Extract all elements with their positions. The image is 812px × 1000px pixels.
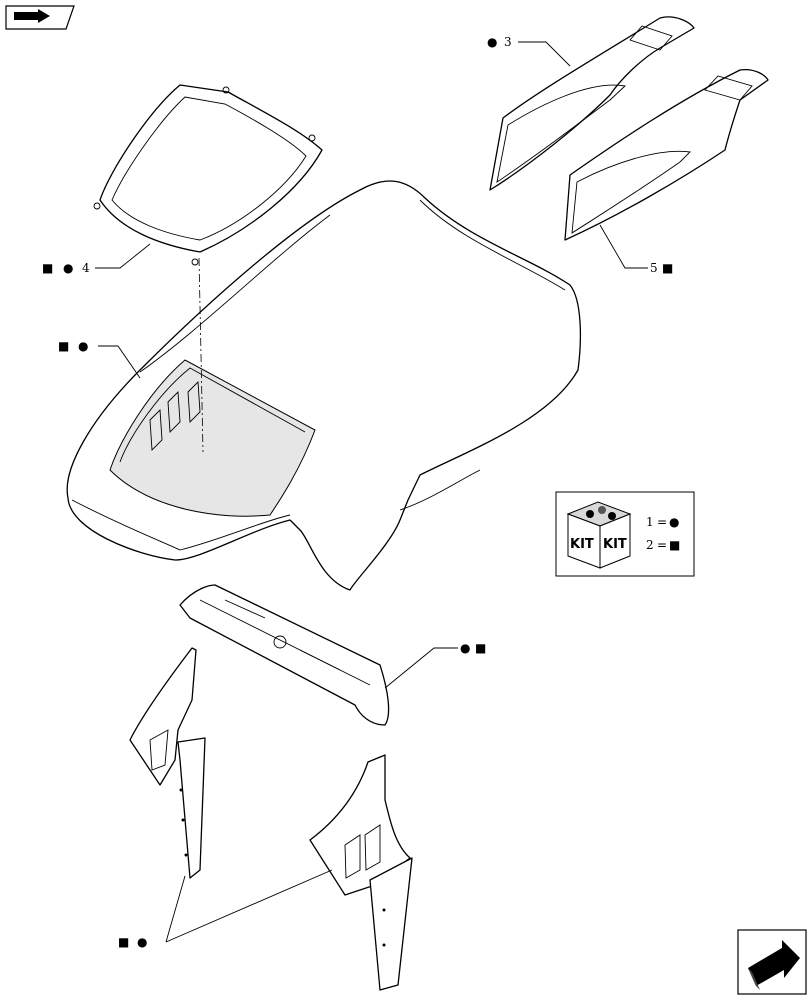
svg-text:●: ● xyxy=(460,641,470,655)
leader-3 xyxy=(518,41,571,67)
legend-row-2: 2 = ■ xyxy=(646,538,680,552)
svg-text:3: 3 xyxy=(504,35,512,49)
svg-text:■: ■ xyxy=(58,339,69,353)
svg-text:■: ■ xyxy=(669,538,680,552)
callout-header: ● ■ xyxy=(460,641,486,655)
svg-text:1: 1 xyxy=(646,515,654,529)
svg-text:●: ● xyxy=(669,515,679,529)
svg-text:●: ● xyxy=(137,935,147,949)
svg-text:■: ■ xyxy=(118,935,129,949)
leader-4 xyxy=(95,243,151,269)
callout-3: ● 3 xyxy=(487,35,512,49)
leader-header xyxy=(384,647,458,689)
kit-label-right: KIT xyxy=(603,537,627,552)
svg-text:=: = xyxy=(657,515,667,529)
svg-text:●: ● xyxy=(487,35,497,49)
svg-text:=: = xyxy=(657,538,667,552)
side-panel-left xyxy=(489,16,695,191)
assembly-line xyxy=(198,257,204,453)
next-page-arrow-icon[interactable] xyxy=(737,929,807,995)
leader-pillars xyxy=(165,869,333,943)
pillar-trim-left xyxy=(129,647,206,879)
callout-5: 5 ■ xyxy=(650,261,673,275)
svg-text:4: 4 xyxy=(82,261,90,275)
book-page-icon[interactable] xyxy=(5,5,75,30)
kit-legend: KIT KIT 1 = ● 2 = ■ xyxy=(555,491,695,577)
callout-4: ■ ● 4 xyxy=(42,261,90,275)
header-trim xyxy=(179,584,390,726)
svg-text:2: 2 xyxy=(646,538,654,552)
callout-pillars: ■ ● xyxy=(118,935,147,949)
leader-5 xyxy=(599,224,648,269)
svg-text:5: 5 xyxy=(650,261,658,275)
roof-shell xyxy=(66,180,582,591)
side-panel-right xyxy=(564,69,769,241)
pillar-trim-right xyxy=(309,754,413,991)
callout-roof: ■ ● xyxy=(58,339,88,353)
svg-text:●: ● xyxy=(63,261,73,275)
leader-roof xyxy=(98,345,141,379)
kit-label-left: KIT xyxy=(570,537,594,552)
svg-text:■: ■ xyxy=(42,261,53,275)
svg-text:■: ■ xyxy=(475,641,486,655)
legend-row-1: 1 = ● xyxy=(646,515,679,529)
svg-text:■: ■ xyxy=(662,261,673,275)
window-frame xyxy=(93,84,323,266)
svg-text:●: ● xyxy=(78,339,88,353)
